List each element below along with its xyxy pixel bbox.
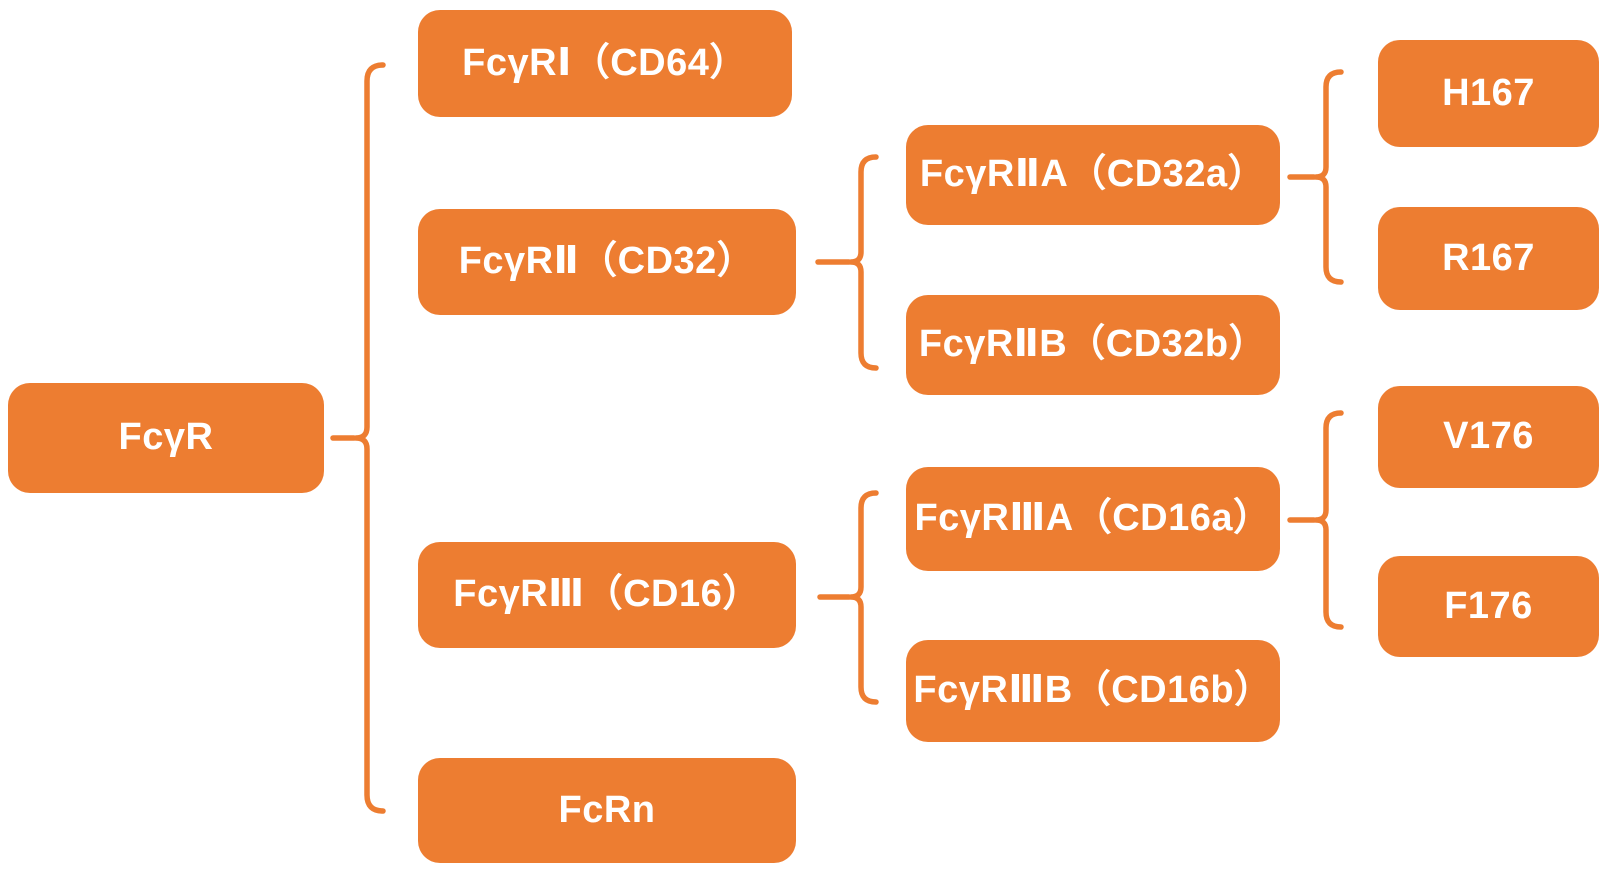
node-fcgr2b-cd32b-label: FcγRⅡB（CD32b） <box>918 323 1268 366</box>
node-fcgr2-cd32: FcγRⅡ（CD32） <box>418 209 796 315</box>
node-fcrn-label: FcRn <box>558 788 656 831</box>
node-fcgr3b-cd16b: FcγRⅢB（CD16b） <box>906 640 1280 742</box>
node-v176: V176 <box>1378 386 1599 488</box>
bracket-fcgr-children <box>353 62 386 814</box>
node-r167: R167 <box>1378 207 1599 310</box>
node-fcgr-root: FcγR <box>8 383 324 493</box>
node-h167-label: H167 <box>1442 71 1535 114</box>
bracket-fcgr2a-children <box>1313 69 1344 285</box>
node-fcgr2b-cd32b: FcγRⅡB（CD32b） <box>906 295 1280 395</box>
node-fcgr2a-cd32a-label: FcγRⅡA（CD32a） <box>919 153 1267 196</box>
node-r167-label: R167 <box>1442 236 1535 279</box>
bracket-fcgr3a-children <box>1313 410 1344 630</box>
node-f176: F176 <box>1378 556 1599 657</box>
node-fcgr3-cd16: FcγRⅢ（CD16） <box>418 542 796 648</box>
bracket-fcgr2-children <box>848 154 879 371</box>
node-h167: H167 <box>1378 40 1599 147</box>
node-fcrn: FcRn <box>418 758 796 863</box>
node-v176-label: V176 <box>1443 415 1534 458</box>
node-fcgr2-cd32-label: FcγRⅡ（CD32） <box>458 240 756 283</box>
node-fcgr1-cd64-label: FcγRⅠ（CD64） <box>462 41 748 84</box>
node-fcgr2a-cd32a: FcγRⅡA（CD32a） <box>906 125 1280 225</box>
node-f176-label: F176 <box>1444 584 1533 627</box>
node-fcgr3b-cd16b-label: FcγRⅢB（CD16b） <box>913 669 1273 712</box>
node-fcgr3a-cd16a-label: FcγRⅢA（CD16a） <box>914 497 1272 540</box>
node-fcgr3a-cd16a: FcγRⅢA（CD16a） <box>906 467 1280 571</box>
node-fcgr1-cd64: FcγRⅠ（CD64） <box>418 10 792 117</box>
bracket-fcgr3-children <box>848 490 879 705</box>
node-fcgr-root-label: FcγR <box>118 416 214 459</box>
node-fcgr3-cd16-label: FcγRⅢ（CD16） <box>453 573 761 616</box>
